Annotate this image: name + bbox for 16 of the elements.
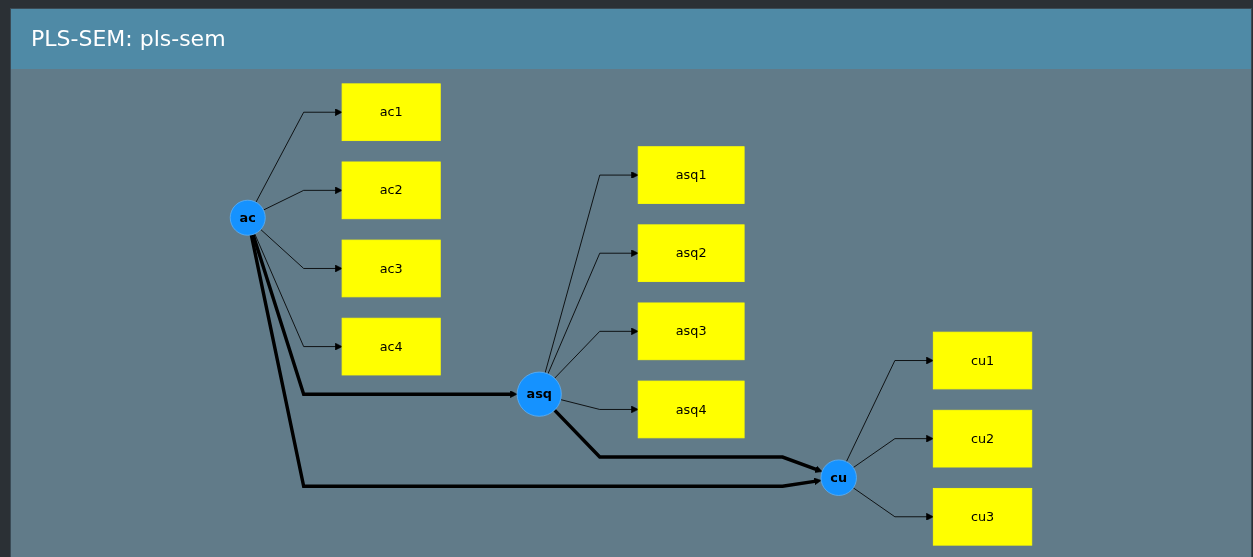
node-box: asq2	[637, 224, 745, 283]
node-box: ac3	[341, 239, 441, 298]
node-circle: ac	[229, 199, 266, 236]
arrow	[553, 408, 823, 473]
node-box: cu1	[932, 331, 1033, 390]
node-circle: cu	[820, 459, 857, 496]
node-box: ac1	[341, 83, 441, 142]
node-box: ac4	[341, 317, 441, 376]
node-box: ac2	[341, 161, 441, 220]
node-box: cu3	[932, 487, 1033, 546]
node-circle: asq	[516, 371, 562, 417]
title: PLS-SEM: pls-sem	[31, 26, 226, 51]
node-box: asq1	[637, 146, 745, 204]
node-box: asq4	[637, 380, 745, 439]
node-box: asq3	[637, 302, 745, 361]
node-box: cu2	[932, 409, 1033, 468]
